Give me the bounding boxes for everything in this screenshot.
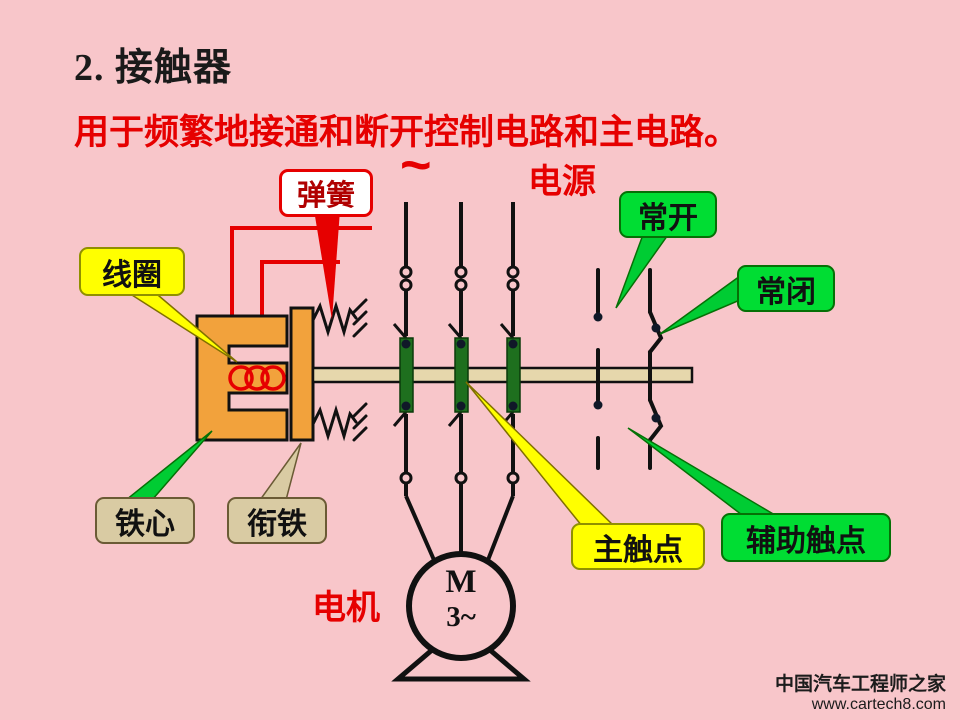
spring-pointer: [314, 210, 340, 320]
coil-shape: [228, 365, 286, 391]
power-source-label: 电源: [528, 163, 596, 201]
normally-closed-pointer: [659, 274, 741, 335]
ac-tilde-symbol: ~: [400, 135, 432, 195]
motor-symbol: [391, 551, 531, 682]
armature-pointer: [258, 442, 302, 501]
motor-label: 电机: [312, 589, 380, 627]
motor-phase: 3~: [446, 601, 476, 633]
power-lines: [392, 202, 520, 496]
callout-main-contact: 主触点: [571, 523, 705, 570]
motor-feed-lines: [404, 495, 515, 561]
aux-contact-pointer: [627, 427, 783, 519]
main-contact-pointer: [465, 381, 616, 527]
aux-contact-dots: [593, 312, 661, 423]
callout-aux-contact: 辅助触点: [721, 513, 891, 562]
callout-iron-core: 铁心: [95, 497, 195, 544]
callout-normally-open: 常开: [619, 191, 717, 238]
springs: [311, 298, 368, 442]
watermark-url: www.cartech8.com: [811, 696, 946, 713]
iron-core-shape: [195, 314, 289, 442]
callout-armature: 衔铁: [227, 497, 327, 544]
callout-normally-closed: 常闭: [737, 265, 835, 312]
coil-wires: [230, 226, 372, 316]
shaft: [311, 366, 694, 384]
armature-shape: [289, 306, 315, 442]
subtitle: 用于频繁地接通和断开控制电路和主电路。: [74, 113, 740, 152]
callout-coil: 线圈: [79, 247, 185, 296]
moving-contact-bars: [399, 337, 521, 413]
watermark-site-name: 中国汽车工程师之家: [774, 674, 946, 695]
iron-core-pointer: [123, 430, 213, 501]
callout-pointers: [121, 210, 783, 527]
main-contact-dots: [401, 339, 518, 411]
page-title: 2. 接触器: [74, 47, 233, 89]
motor-letter: M: [445, 564, 477, 600]
aux-contact-shapes: [596, 268, 664, 470]
callout-spring: 弹簧: [279, 169, 373, 217]
normally-open-pointer: [615, 231, 672, 309]
watermark: 中国汽车工程师之家 www.cartech8.com: [775, 669, 946, 714]
